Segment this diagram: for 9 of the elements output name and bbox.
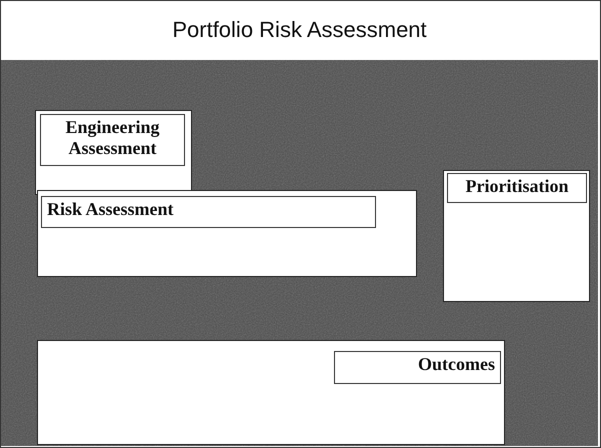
- title: Portfolio Risk Assessment: [172, 17, 427, 43]
- panel-box: [443, 170, 590, 302]
- panel-box: [37, 190, 417, 277]
- panel-box: [37, 340, 505, 445]
- panel-box: [35, 110, 192, 195]
- panel-heading: Engineering Assessment: [40, 114, 185, 166]
- panel-heading: Prioritisation: [447, 173, 587, 203]
- panel-heading: Outcomes: [334, 351, 501, 384]
- panel-heading: Risk Assessment: [41, 196, 376, 228]
